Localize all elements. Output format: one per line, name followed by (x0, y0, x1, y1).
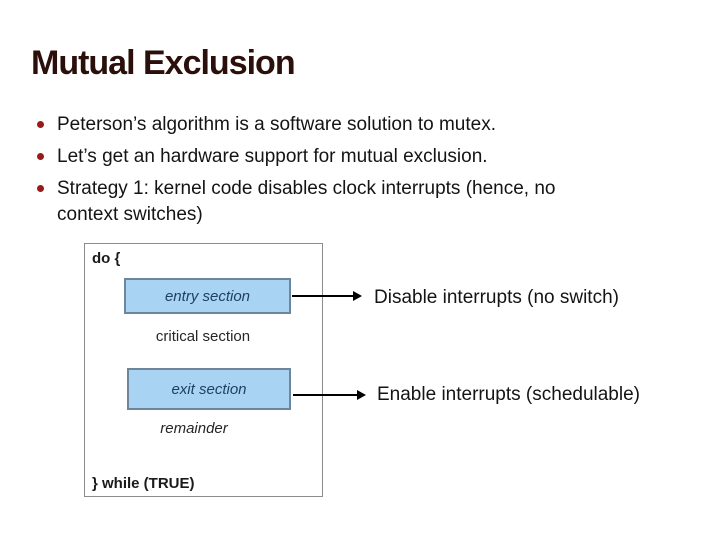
bullet-item: Strategy 1: kernel code disables clock i… (35, 176, 675, 228)
bullet-text: Let’s get an hardware support for mutual… (57, 146, 488, 167)
bullet-item: Let’s get an hardware support for mutual… (35, 144, 675, 170)
slide-title: Mutual Exclusion (31, 44, 296, 82)
arrow-right-icon (293, 390, 366, 400)
entry-section-box: entry section (124, 278, 291, 314)
arrow-right-icon (292, 291, 362, 301)
code-do-open: do { (92, 250, 121, 267)
exit-section-box: exit section (127, 368, 291, 410)
bullet-text: Peterson’s algorithm is a software solut… (57, 114, 496, 135)
code-while-close: } while (TRUE) (92, 475, 195, 492)
bullet-dot-icon (37, 153, 44, 160)
exit-section-label: exit section (171, 380, 247, 398)
entry-section-label: entry section (164, 287, 251, 305)
annotation-disable-interrupts: Disable interrupts (no switch) (374, 287, 619, 308)
bullet-dot-icon (37, 185, 44, 192)
bullet-item: Peterson’s algorithm is a software solut… (35, 112, 675, 138)
critical-section-label: critical section (155, 328, 251, 345)
bullet-list: Peterson’s algorithm is a software solut… (35, 112, 675, 234)
bullet-text-wrapped: context switches) (57, 204, 203, 225)
bullet-dot-icon (37, 121, 44, 128)
annotation-enable-interrupts: Enable interrupts (schedulable) (377, 384, 640, 405)
remainder-label: remainder (160, 420, 228, 437)
bullet-text: Strategy 1: kernel code disables clock i… (57, 178, 556, 199)
do-while-diagram: do { entry section critical section exit… (84, 243, 323, 497)
